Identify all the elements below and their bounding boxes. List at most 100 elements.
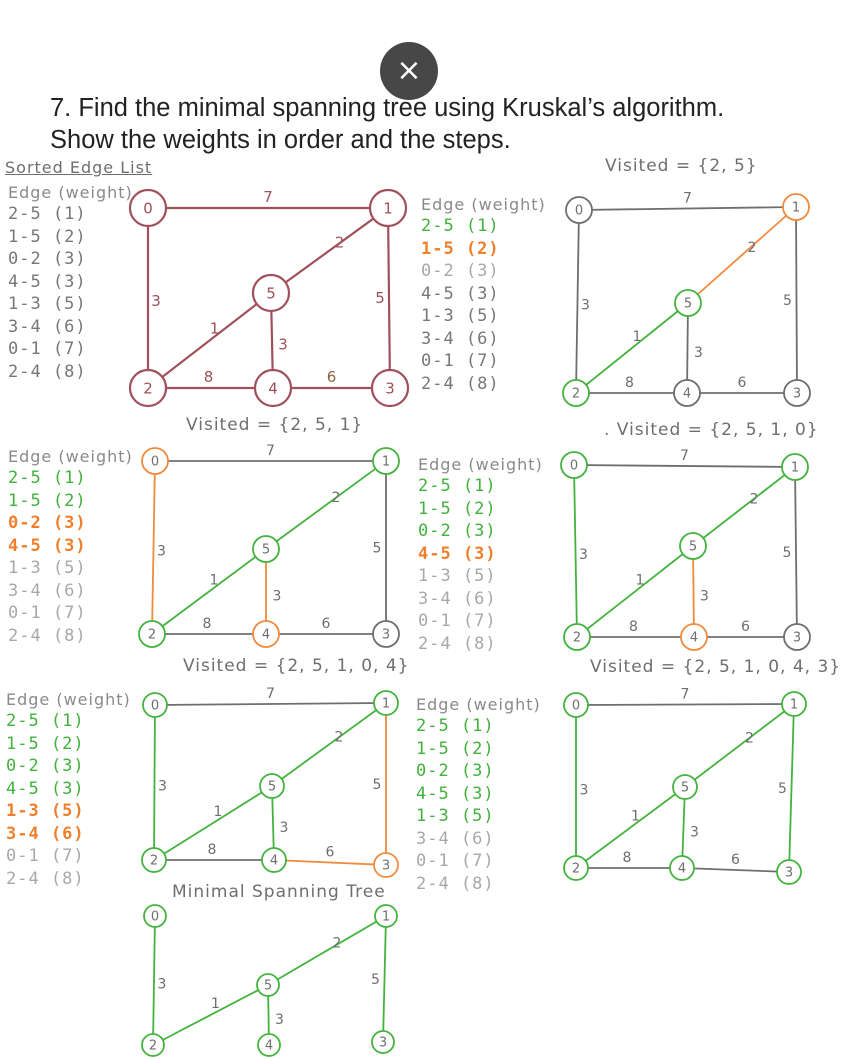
node-label: 1 — [383, 200, 393, 218]
edge-weight-label: 5 — [371, 972, 380, 988]
edge-list-row: 2-5 (1) — [8, 204, 87, 224]
edge-weight-label: 3 — [690, 825, 699, 841]
edge-list-row: 1-5 (2) — [421, 238, 500, 259]
node-5 — [674, 289, 702, 317]
edge-list-row: 2-4 (8) — [6, 868, 85, 889]
edge-weight-label: 7 — [680, 448, 689, 464]
node-0 — [565, 196, 593, 224]
edge-list-row: 2-5 (1) — [6, 711, 85, 731]
node-label: 5 — [681, 781, 689, 796]
edge-weight-label: 3 — [694, 345, 703, 361]
edge-weight-label: 2 — [335, 730, 344, 746]
edge-list-row: 1-5 (2) — [8, 226, 87, 247]
edge-list-row: 0-1 (7) — [8, 603, 87, 623]
edge-list-row: 2-4 (8) — [8, 625, 87, 646]
edge-0-1 — [154, 702, 387, 706]
node-label: 5 — [268, 780, 276, 795]
node-label: 4 — [265, 1039, 273, 1054]
node-0 — [563, 692, 589, 718]
edge-weight-label: 6 — [327, 368, 337, 386]
node-label: 3 — [785, 866, 793, 881]
edge-weight-label: 3 — [275, 1012, 284, 1028]
node-label: 0 — [151, 699, 159, 714]
node-1 — [781, 691, 807, 717]
edge-list-row: 0-2 (3) — [8, 513, 87, 533]
node-label: 1 — [382, 697, 390, 712]
edge-weight-label: 5 — [373, 777, 382, 793]
node-label: 2 — [143, 380, 153, 398]
edge-list-header: Edge (weight) — [8, 447, 133, 466]
edge-list-row: 2-5 (1) — [418, 476, 497, 496]
node-label: 5 — [266, 285, 276, 303]
node-2 — [138, 620, 166, 648]
edge-1-5 — [271, 702, 387, 787]
edge-list-step-4: Edge (weight) 2-5 (1)1-5 (2)0-2 (3)4-5 (… — [6, 690, 131, 890]
node-1 — [368, 188, 408, 228]
node-label: 0 — [151, 910, 159, 925]
node-label: 4 — [270, 854, 278, 869]
edge-weight-label: 3 — [151, 292, 161, 310]
node-label: 5 — [264, 979, 272, 994]
edge-list-row: 1-5 (2) — [8, 490, 87, 511]
node-label: 3 — [382, 628, 390, 643]
node-1 — [374, 904, 398, 928]
node-2 — [141, 1033, 165, 1057]
edge-list-row: 1-3 (5) — [8, 558, 87, 578]
edge-weight-label: 2 — [332, 490, 341, 506]
edge-1-3 — [795, 206, 798, 394]
edge-weight-label: 8 — [208, 842, 217, 858]
edge-2-5 — [146, 291, 273, 390]
edge-weight-label: 2 — [333, 936, 342, 952]
edge-list-row: 3-4 (6) — [421, 328, 500, 349]
node-1 — [781, 453, 809, 481]
edge-list-row: 0-2 (3) — [8, 249, 87, 269]
node-label: 3 — [793, 387, 801, 402]
node-0 — [560, 451, 588, 479]
node-0 — [128, 188, 168, 228]
edge-1-3 — [794, 466, 798, 638]
edge-0-1 — [575, 703, 795, 706]
node-4 — [253, 368, 293, 408]
edge-list-row: 0-2 (3) — [418, 521, 497, 541]
node-label: 2 — [150, 854, 158, 869]
node-label: 3 — [385, 380, 395, 398]
edge-1-3 — [382, 915, 387, 1043]
edge-list-row: 2-5 (1) — [416, 716, 495, 736]
edge-list-header: Edge (weight) — [418, 455, 543, 474]
edge-weight-label: 3 — [157, 544, 166, 560]
edge-weight-label: 5 — [778, 781, 787, 797]
edge-2-5 — [575, 786, 686, 869]
edge-weight-label: 3 — [579, 547, 588, 563]
node-label: 1 — [382, 910, 390, 925]
edge-weight-label: 3 — [158, 977, 167, 993]
node-5 — [259, 773, 285, 799]
node-3 — [373, 852, 399, 878]
node-1 — [782, 193, 810, 221]
edge-weight-label: 2 — [745, 731, 754, 747]
edge-0-1 — [573, 464, 796, 468]
edge-list-row: 0-1 (7) — [418, 611, 497, 631]
edge-weight-label: 3 — [280, 820, 289, 836]
edge-list-row: 0-1 (7) — [421, 351, 500, 371]
edge-weight-label: 2 — [335, 234, 345, 252]
edge-weight-label: 8 — [629, 619, 638, 635]
edge-list-row: 2-4 (8) — [416, 873, 495, 894]
edge-list-row: 2-5 (1) — [8, 468, 87, 488]
close-button[interactable]: × — [380, 42, 438, 100]
edge-weight-label: 7 — [266, 686, 275, 702]
node-label: 1 — [792, 201, 800, 216]
visited-label-step-4: Visited = {2, 5, 1, 0, 4} — [183, 656, 410, 676]
node-4 — [257, 1033, 281, 1057]
node-label: 4 — [690, 631, 698, 646]
node-label: 2 — [573, 631, 581, 646]
